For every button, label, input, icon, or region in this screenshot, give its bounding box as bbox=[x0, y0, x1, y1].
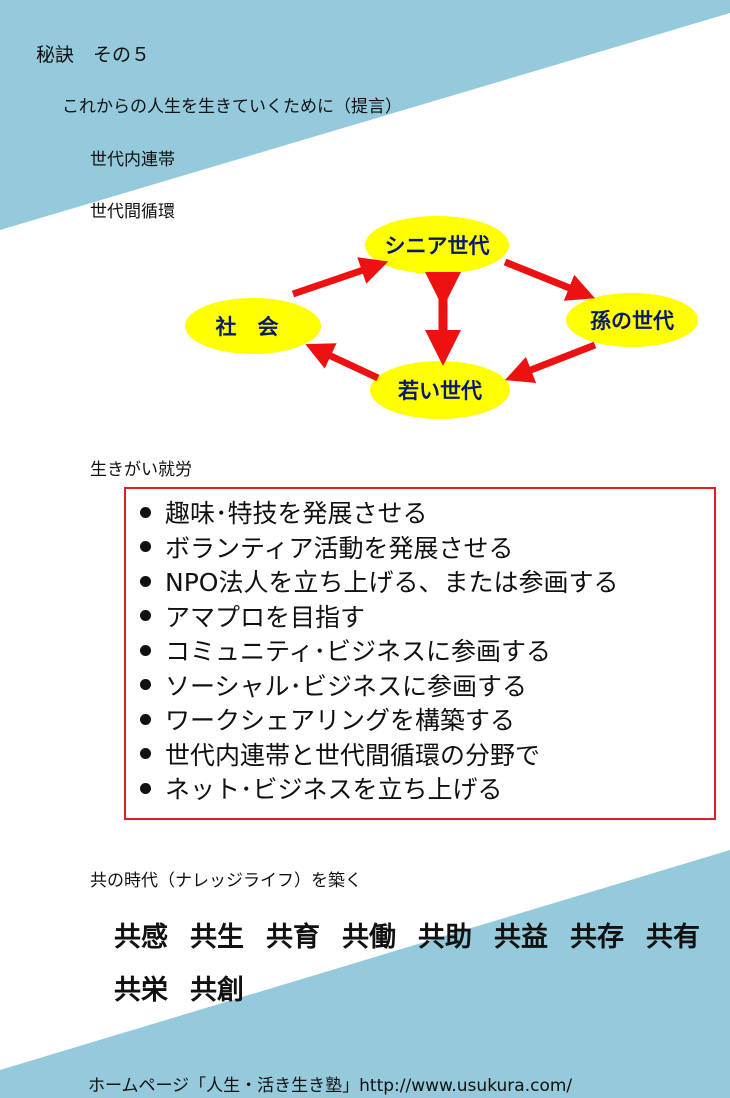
bullet-icon bbox=[140, 679, 151, 690]
bullet-icon bbox=[140, 575, 151, 587]
ikigai-list-item: ソーシャル･ビジネスに参画する bbox=[140, 670, 714, 705]
item-intra-generation: 世代内連帯 bbox=[90, 150, 175, 170]
kyo-word: 共存 bbox=[570, 922, 624, 953]
ellipse-grandchildren bbox=[566, 293, 698, 347]
kyo-word: 共益 bbox=[494, 922, 548, 953]
kyo-word: 共有 bbox=[646, 922, 700, 953]
item-inter-generation: 世代間循環 bbox=[90, 202, 175, 222]
ikigai-item-text: 趣味･特技を発展させる bbox=[165, 499, 428, 528]
ikigai-list-item: NPO法人を立ち上げる、または参画する bbox=[140, 566, 714, 601]
ellipse-young bbox=[370, 361, 510, 419]
bullet-icon bbox=[140, 506, 151, 518]
bullet-icon bbox=[140, 610, 151, 621]
ikigai-list-box: 趣味･特技を発展させるボランティア活動を発展させる NPO法人を立ち上げる、または… bbox=[124, 487, 716, 820]
ikigai-item-text: NPO法人を立ち上げる、または参画する bbox=[165, 568, 619, 597]
ellipse-society bbox=[185, 298, 321, 354]
kyo-word: 共栄 bbox=[114, 975, 168, 1006]
kyo-word: 共生 bbox=[190, 922, 244, 953]
bottom-blue-triangle bbox=[0, 850, 730, 1098]
ellipse-senior bbox=[365, 216, 509, 274]
label-grandchildren: 孫の世代 bbox=[590, 309, 674, 333]
ikigai-list-item: アマプロを目指す bbox=[140, 601, 714, 636]
kyo-word: 共助 bbox=[418, 922, 472, 953]
ikigai-item-text: アマプロを目指す bbox=[165, 602, 366, 632]
ikigai-heading: 生きがい就労 bbox=[90, 460, 192, 480]
top-blue-triangle bbox=[0, 0, 730, 230]
arrow-young-to-society bbox=[305, 343, 380, 382]
arrow-grandchildren-to-young bbox=[504, 341, 597, 383]
kyo-word: 共創 bbox=[190, 975, 244, 1006]
ikigai-item-text: ボランティア活動を発展させる bbox=[165, 533, 514, 563]
bullet-icon bbox=[140, 644, 151, 656]
subtitle: これからの人生を生きていくために（提言） bbox=[62, 97, 402, 117]
bullet-icon bbox=[140, 782, 151, 794]
label-society: 社 会 bbox=[215, 315, 279, 339]
ikigai-list-item: ネット･ビジネスを立ち上げる bbox=[140, 773, 714, 808]
ikigai-list-item: コミュニティ･ビジネスに参画する bbox=[140, 635, 714, 670]
kyo-word: 共感 bbox=[114, 922, 168, 953]
ikigai-item-text: ソーシャル･ビジネスに参画する bbox=[165, 671, 528, 701]
ikigai-list-item: 世代内連帯と世代間循環の分野で bbox=[140, 739, 714, 774]
bullet-icon bbox=[140, 713, 151, 725]
kyo-heading: 共の時代（ナレッジライフ）を築く bbox=[90, 871, 362, 891]
kyo-words-row2: 共栄共創 bbox=[114, 968, 266, 1007]
ikigai-item-text: ネット･ビジネスを立ち上げる bbox=[165, 775, 503, 804]
bullet-icon bbox=[140, 541, 151, 552]
ikigai-item-text: 世代内連帯と世代間循環の分野で bbox=[165, 740, 541, 770]
ikigai-list: 趣味･特技を発展させるボランティア活動を発展させる NPO法人を立ち上げる、または… bbox=[140, 497, 714, 808]
ikigai-list-item: ボランティア活動を発展させる bbox=[140, 532, 714, 567]
ikigai-list-item: 趣味･特技を発展させる bbox=[140, 497, 714, 532]
ikigai-item-text: コミュニティ･ビジネスに参画する bbox=[165, 637, 552, 666]
arrow-senior-to-grandchildren bbox=[503, 258, 595, 301]
ikigai-item-text: ワークシェアリングを構築する bbox=[165, 706, 516, 735]
ikigai-list-item: ワークシェアリングを構築する bbox=[140, 704, 714, 739]
page-title: 秘訣 その５ bbox=[36, 44, 151, 66]
label-senior: シニア世代 bbox=[384, 234, 490, 258]
arrow-society-to-senior bbox=[291, 257, 389, 298]
footer-homepage: ホームページ「人生・活き生き塾」http://www.usukura.com/ bbox=[88, 1076, 573, 1096]
kyo-word: 共育 bbox=[266, 922, 320, 953]
kyo-words-row1: 共感共生共育共働共助共益共存共有 bbox=[114, 915, 722, 954]
bullet-icon bbox=[140, 748, 151, 759]
kyo-word: 共働 bbox=[342, 922, 396, 953]
label-young: 若い世代 bbox=[398, 379, 482, 403]
